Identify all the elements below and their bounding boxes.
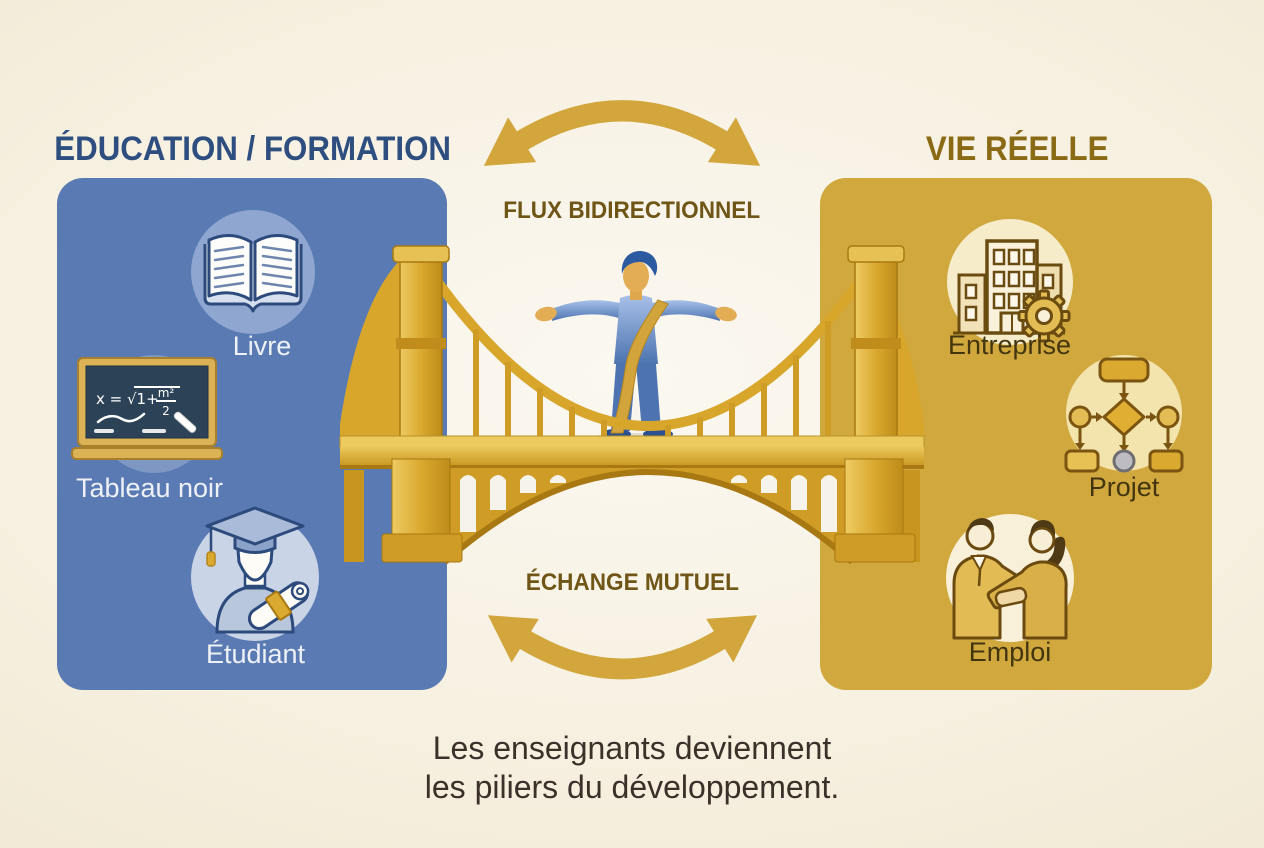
flowchart-icon <box>1064 357 1184 473</box>
bridge-left-wedge <box>340 260 400 440</box>
caption: Les enseignants deviennent les piliers d… <box>332 729 932 807</box>
sash-ribbon <box>610 299 669 434</box>
caption-line2: les piliers du développement. <box>424 769 840 805</box>
caption-line1: Les enseignants deviennent <box>432 730 832 766</box>
graduate-student-icon <box>205 506 310 634</box>
bridge-arch <box>443 468 854 565</box>
bridge-balusters <box>473 321 831 440</box>
livre-label: Livre <box>232 331 292 361</box>
person-head <box>623 260 649 292</box>
education-title-text: ÉDUCATION / FORMATION <box>54 130 452 168</box>
real-life-title: VIE RÉELLE <box>812 130 1222 169</box>
bridge-piers <box>344 458 920 563</box>
echange-label: ÉCHANGE MUTUEL <box>525 569 739 596</box>
bridge-towers <box>392 245 905 465</box>
gear-icon <box>1017 289 1071 343</box>
bidirectional-arrow-bottom-icon <box>487 615 758 680</box>
formula-numerator: m² <box>158 386 175 400</box>
bridge-illustration <box>339 245 925 565</box>
real-life-title-text: VIE RÉELLE <box>925 130 1109 168</box>
handshake-icon <box>952 518 1068 640</box>
tableau-noir-label: Tableau noir <box>75 473 224 503</box>
flux-label: FLUX BIDIRECTIONNEL <box>503 197 761 224</box>
bridge-cable <box>416 255 881 431</box>
formula-denominator: 2 <box>162 404 170 418</box>
blackboard-icon: x = √1+ m² 2 <box>71 357 223 460</box>
etudiant-label: Étudiant <box>205 639 306 669</box>
formula-lhs: x = √1+ <box>96 390 159 408</box>
projet-label: Projet <box>1088 472 1160 502</box>
open-book-icon <box>203 234 303 313</box>
bidirectional-arrow-top-icon <box>483 100 761 166</box>
emploi-label: Emploi <box>968 637 1052 667</box>
bridge-deck <box>339 435 925 469</box>
entreprise-label: Entreprise <box>947 330 1072 360</box>
building-gear-icon <box>953 239 1071 343</box>
education-title: ÉDUCATION / FORMATION <box>37 130 467 169</box>
